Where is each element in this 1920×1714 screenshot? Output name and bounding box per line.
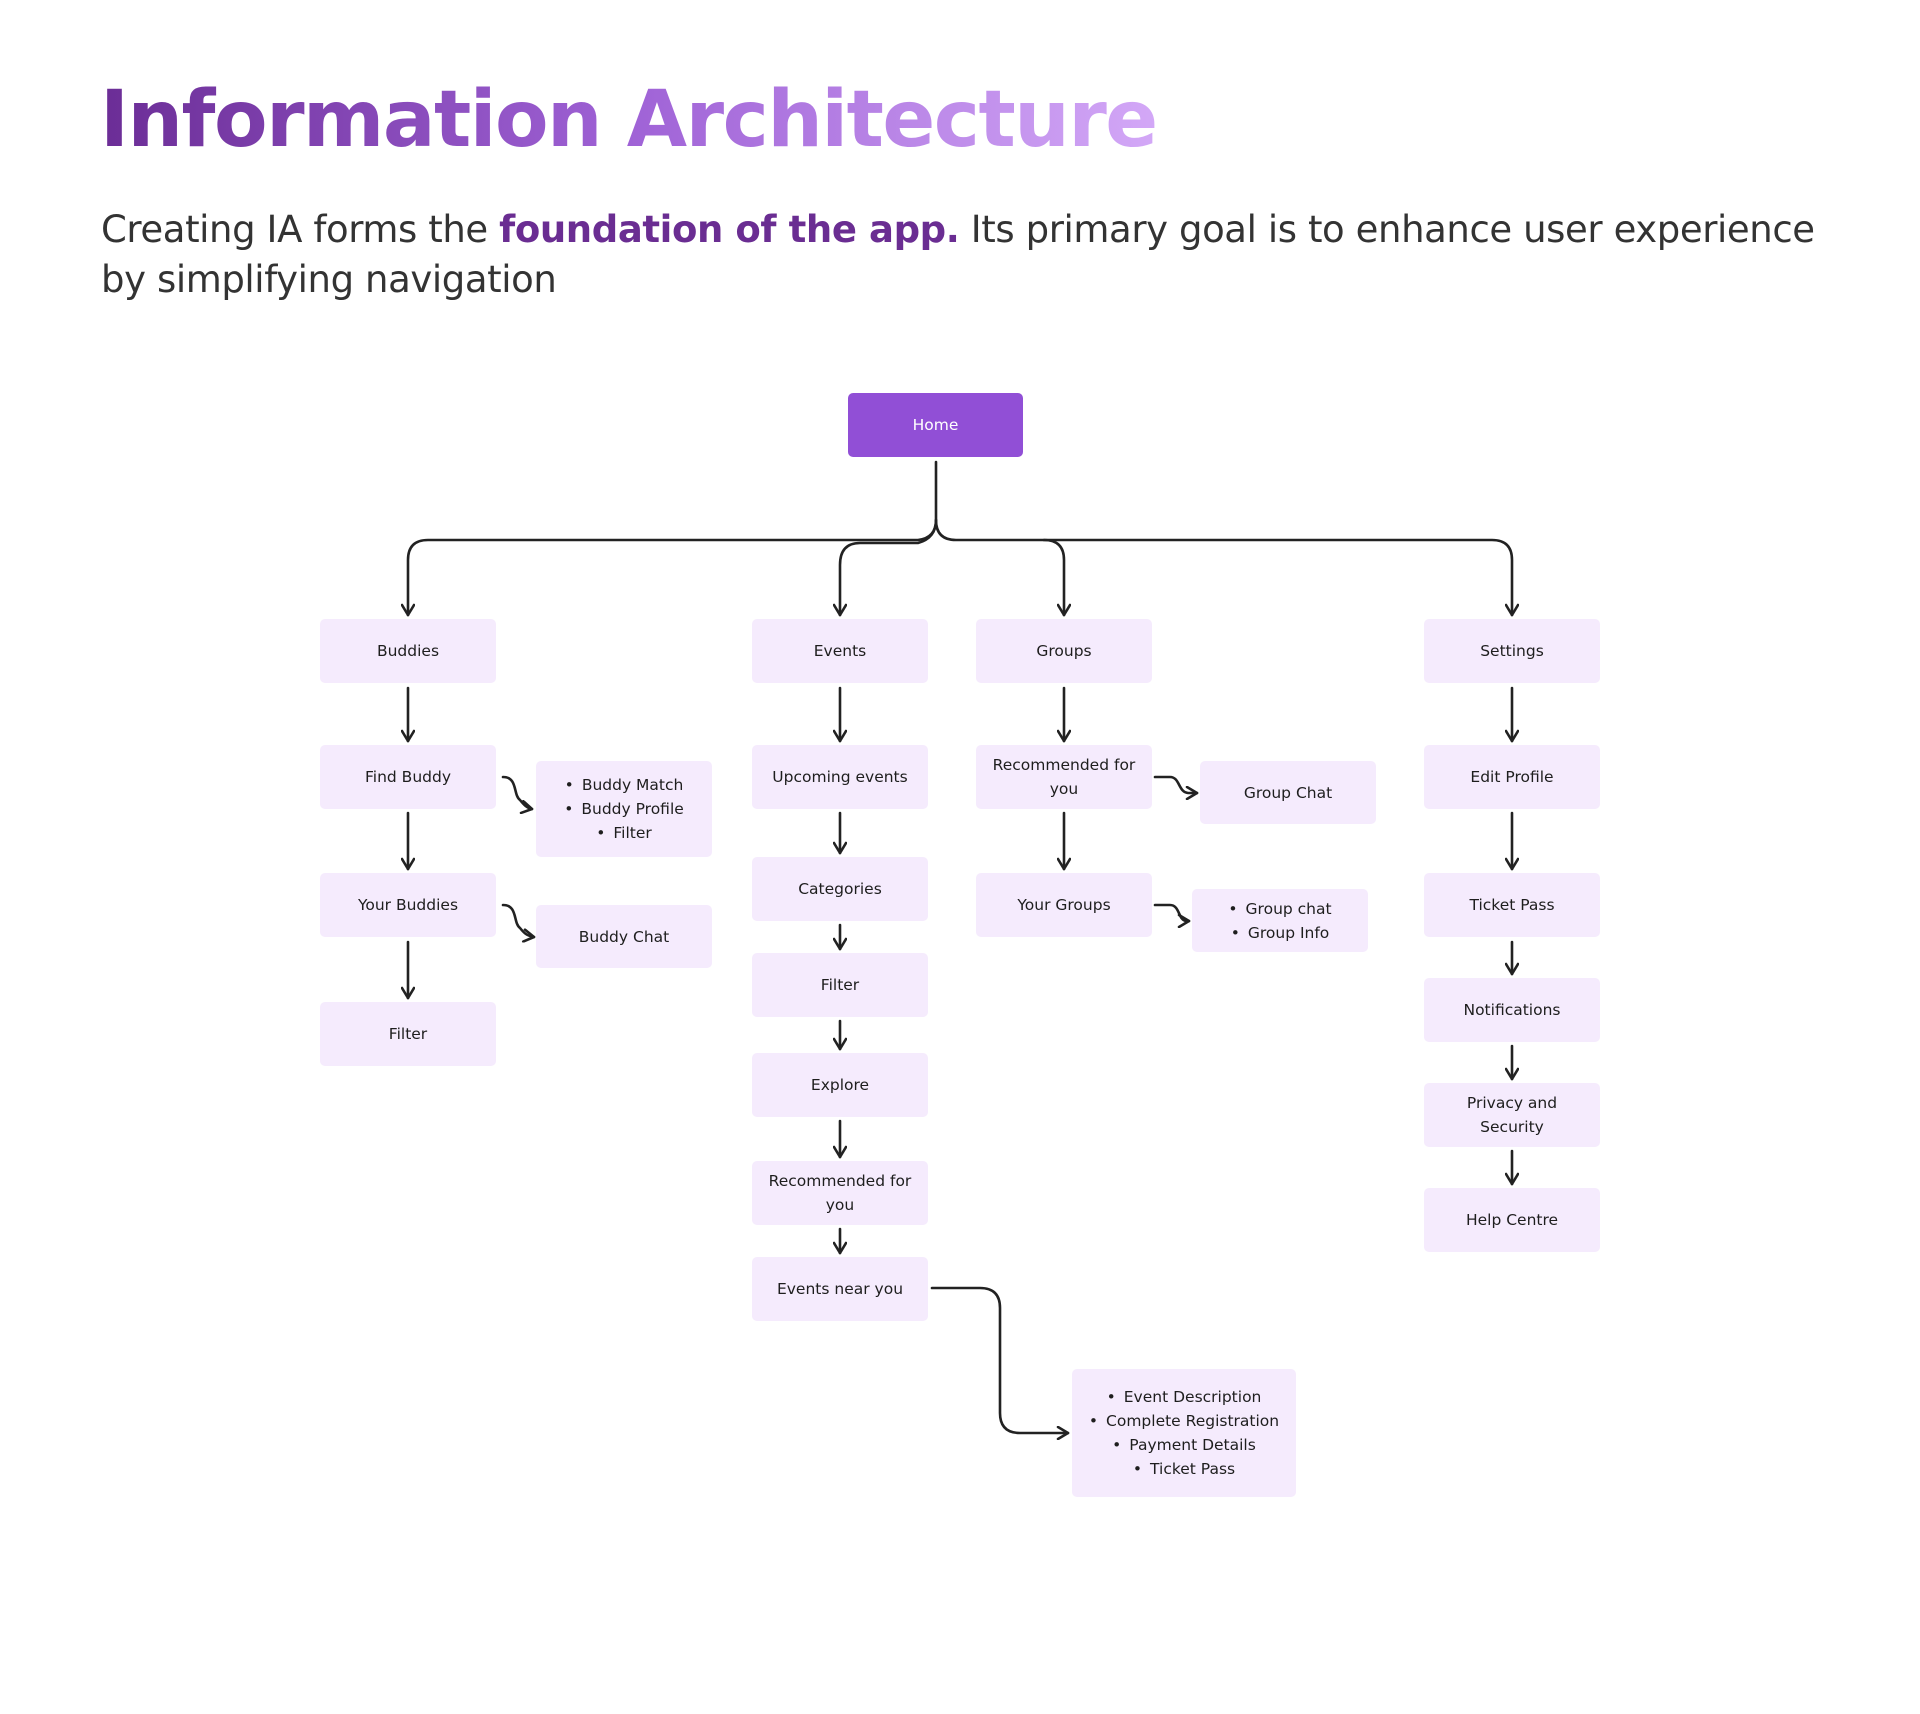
node-group-chat: Group Chat	[1200, 761, 1376, 824]
node-categories: Categories	[752, 857, 928, 921]
node-buddies: Buddies	[320, 619, 496, 683]
node-find-buddy-details: Buddy Match Buddy Profile Filter	[536, 761, 712, 857]
list-item: Buddy Match	[564, 773, 684, 797]
list-item: Complete Registration	[1089, 1409, 1279, 1433]
node-find-buddy: Find Buddy	[320, 745, 496, 809]
node-edit-profile: Edit Profile	[1424, 745, 1600, 809]
node-label: Events	[813, 642, 867, 660]
subtitle-text-end: Its primary goal is to enhance user expe…	[101, 208, 1815, 301]
node-label: Notifications	[1463, 1001, 1561, 1019]
node-events: Events	[752, 619, 928, 683]
node-label: Your Groups	[1017, 896, 1111, 914]
details-list: Group chat Group Info	[1228, 897, 1332, 945]
node-label: Explore	[810, 1076, 870, 1094]
subtitle-text-start: Creating IA forms the	[101, 208, 500, 251]
node-groups-recommended: Recommended for you	[976, 745, 1152, 809]
node-label: Group Chat	[1243, 783, 1333, 802]
list-item: Group chat	[1228, 897, 1332, 921]
node-label: Recommended for you	[768, 1172, 912, 1214]
node-label: Recommended for you	[992, 756, 1136, 798]
connector-find-details	[501, 775, 534, 809]
node-label: Ticket Pass	[1469, 896, 1555, 914]
connector-home-events	[840, 518, 938, 617]
details-list: Buddy Match Buddy Profile Filter	[564, 773, 684, 845]
node-label: Settings	[1480, 642, 1544, 660]
page-title: Information Architecture	[100, 70, 1158, 170]
node-privacy-security: Privacy and Security	[1424, 1083, 1600, 1147]
node-groups: Groups	[976, 619, 1152, 683]
node-ticket-pass: Ticket Pass	[1424, 873, 1600, 937]
connector-yours-groupdetails	[1153, 903, 1191, 921]
node-label: Buddy Chat	[578, 927, 670, 946]
node-settings: Settings	[1424, 619, 1600, 683]
list-item: Payment Details	[1089, 1433, 1279, 1457]
node-your-groups-details: Group chat Group Info	[1192, 889, 1368, 952]
node-buddies-filter: Filter	[320, 1002, 496, 1066]
node-label: Privacy and Security	[1466, 1094, 1558, 1136]
node-notifications: Notifications	[1424, 978, 1600, 1042]
node-label: Events near you	[776, 1280, 904, 1298]
node-your-buddies: Your Buddies	[320, 873, 496, 937]
connector-home-stem	[408, 460, 938, 617]
node-help-centre: Help Centre	[1424, 1188, 1600, 1252]
node-label: Find Buddy	[365, 768, 451, 786]
node-label: Help Centre	[1465, 1211, 1559, 1229]
subtitle-highlight: foundation of the app.	[499, 208, 960, 251]
details-list: Event Description Complete Registration …	[1089, 1385, 1279, 1481]
list-item: Event Description	[1089, 1385, 1279, 1409]
list-item: Ticket Pass	[1089, 1457, 1279, 1481]
page-subtitle: Creating IA forms the foundation of the …	[101, 205, 1861, 305]
node-label: Home	[912, 416, 959, 434]
node-buddy-chat: Buddy Chat	[536, 905, 712, 968]
node-label: Your Buddies	[357, 896, 459, 914]
connector-home-settings	[1042, 538, 1512, 617]
node-label: Categories	[798, 880, 882, 898]
node-explore: Explore	[752, 1053, 928, 1117]
node-events-filter: Filter	[752, 953, 928, 1017]
list-item: Group Info	[1228, 921, 1331, 945]
node-upcoming-events: Upcoming events	[752, 745, 928, 809]
node-label: Groups	[1036, 642, 1092, 660]
connector-home-groups	[934, 518, 1064, 617]
node-event-details: Event Description Complete Registration …	[1072, 1369, 1296, 1497]
node-label: Edit Profile	[1470, 768, 1554, 786]
node-events-near-you: Events near you	[752, 1257, 928, 1321]
node-your-groups: Your Groups	[976, 873, 1152, 937]
node-label: Filter	[820, 976, 860, 994]
connector-yours-chat	[501, 903, 536, 937]
list-item: Filter	[564, 821, 684, 845]
connector-near-details	[930, 1286, 1070, 1433]
list-item: Buddy Profile	[564, 797, 683, 821]
node-events-recommended: Recommended for you	[752, 1161, 928, 1225]
connector-recommended-chat	[1153, 775, 1199, 793]
node-home: Home	[848, 393, 1023, 457]
node-label: Upcoming events	[772, 768, 908, 786]
node-label: Filter	[388, 1025, 428, 1043]
node-label: Buddies	[376, 642, 440, 660]
